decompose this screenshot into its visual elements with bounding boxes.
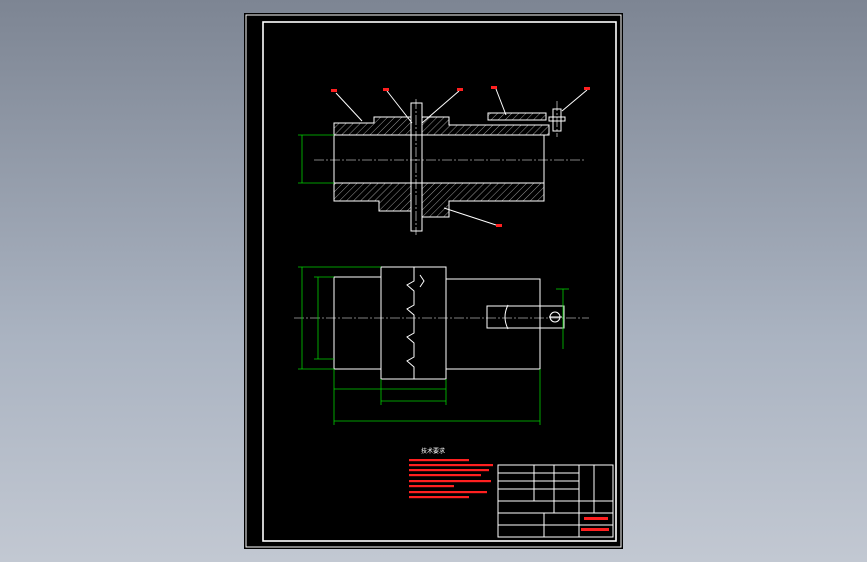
engineering-drawing: 技术要求 xyxy=(245,14,622,548)
outer-border xyxy=(245,14,622,548)
section-view xyxy=(298,86,590,235)
drawing-name-mark xyxy=(584,517,608,520)
right-shaft xyxy=(446,278,541,370)
technical-requirements: 技术要求 xyxy=(409,447,493,499)
exterior-view xyxy=(294,266,589,425)
tech-req-lines xyxy=(409,459,493,499)
part-callouts xyxy=(331,86,590,227)
title-block xyxy=(497,464,614,538)
section-upper-right xyxy=(421,116,550,136)
section-lower-right xyxy=(421,182,545,218)
bolt xyxy=(410,102,423,232)
inner-border xyxy=(262,21,617,542)
section-lower-left xyxy=(333,182,412,212)
tech-req-heading: 技术要求 xyxy=(421,447,445,455)
drawing-sheet: 技术要求 xyxy=(244,13,623,549)
section-upper-left xyxy=(333,116,412,136)
key-plate xyxy=(487,112,547,121)
left-hub xyxy=(333,276,382,370)
key-slot xyxy=(486,305,565,329)
claw-teeth xyxy=(406,267,415,379)
school-name-mark xyxy=(581,528,609,531)
